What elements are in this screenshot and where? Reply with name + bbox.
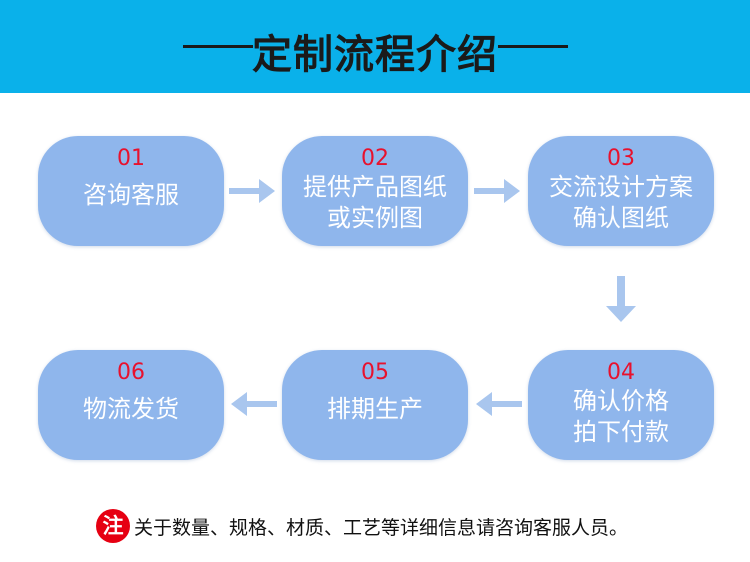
step-number: 02 — [361, 146, 389, 171]
step-05-production: 05 排期生产 — [282, 350, 468, 460]
step-01-consult: 01 咨询客服 — [38, 136, 224, 246]
step-02-provide-drawings: 02 提供产品图纸 或实例图 — [282, 136, 468, 246]
arrow-left-icon — [476, 392, 522, 416]
step-number: 06 — [117, 360, 145, 385]
step-number: 03 — [607, 146, 635, 171]
note-text: 关于数量、规格、材质、工艺等详细信息请咨询客服人员。 — [134, 516, 629, 539]
step-number: 01 — [117, 146, 145, 171]
title-line-right — [498, 45, 568, 48]
step-label: 确认价格 拍下付款 — [573, 387, 669, 446]
step-03-design-confirm: 03 交流设计方案 确认图纸 — [528, 136, 714, 246]
arrow-down-icon — [606, 276, 636, 322]
arrow-left-icon — [231, 392, 277, 416]
arrow-right-icon — [229, 179, 275, 203]
step-number: 05 — [361, 360, 389, 385]
step-number: 04 — [607, 360, 635, 385]
step-label: 排期生产 — [327, 395, 423, 423]
note: 注 关于数量、规格、材质、工艺等详细信息请咨询客服人员。 — [96, 508, 628, 544]
header-banner: 定制流程介绍 — [0, 0, 750, 93]
step-04-price-payment: 04 确认价格 拍下付款 — [528, 350, 714, 460]
step-label: 交流设计方案 确认图纸 — [549, 173, 693, 232]
arrow-right-icon — [474, 179, 520, 203]
step-label: 咨询客服 — [83, 181, 179, 209]
step-06-shipping: 06 物流发货 — [38, 350, 224, 460]
title-line-left — [183, 45, 253, 48]
note-badge: 注 — [96, 509, 130, 543]
step-label: 提供产品图纸 或实例图 — [303, 173, 447, 232]
step-label: 物流发货 — [83, 395, 179, 423]
page-title: 定制流程介绍 — [252, 32, 498, 78]
